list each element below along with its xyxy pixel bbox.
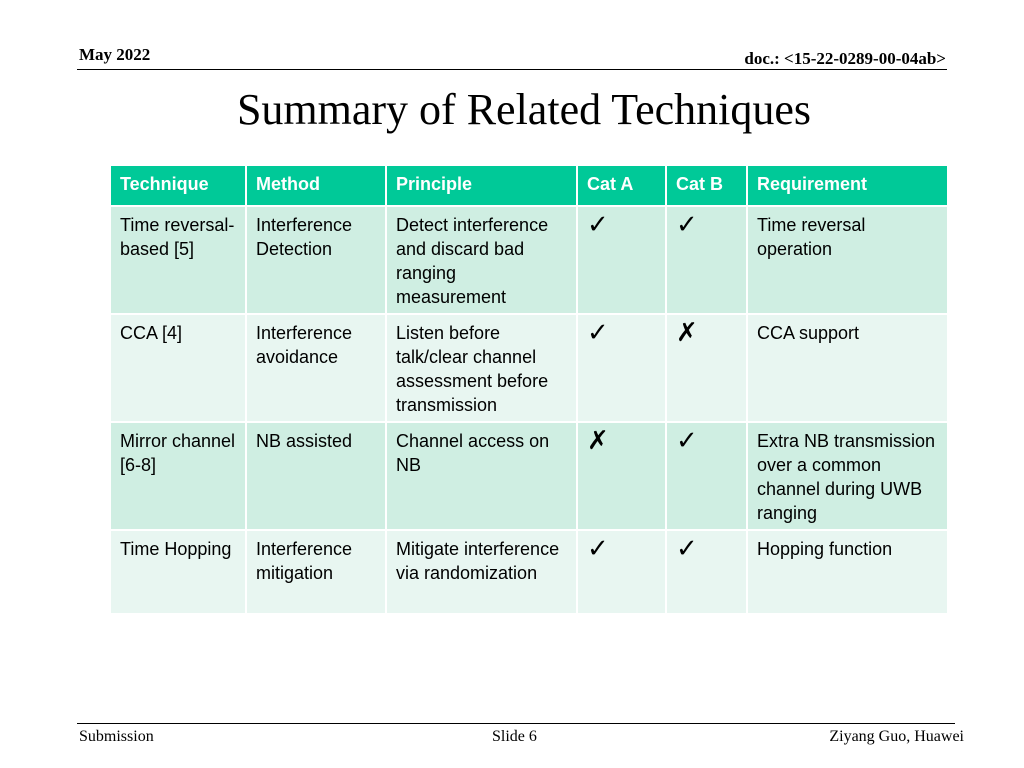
header-divider	[77, 69, 947, 70]
footer-divider	[77, 723, 955, 724]
column-header-principle: Principle	[385, 164, 578, 207]
check-icon: ✓	[587, 210, 609, 240]
footer-author: Ziyang Guo, Huawei	[829, 728, 964, 745]
header-doc-number: doc.: <15-22-0289-00-04ab>	[744, 49, 946, 68]
cell-technique: Time reversal-based [5]	[109, 205, 247, 315]
table-header-row: Technique Method Principle Cat A Cat B R…	[109, 164, 949, 207]
check-icon: ✓	[587, 318, 609, 348]
cell-requirement: Hopping function	[746, 529, 949, 615]
cell-technique: Mirror channel [6-8]	[109, 421, 247, 531]
cell-principle: Detect interference and discard bad rang…	[385, 205, 578, 315]
cell-method: Interference mitigation	[245, 529, 387, 615]
cell-cat-a: ✓	[576, 529, 667, 615]
cell-cat-b: ✓	[665, 421, 748, 531]
cell-principle: Mitigate interference via randomization	[385, 529, 578, 615]
column-header-cat-a: Cat A	[576, 164, 667, 207]
slide-title: Summary of Related Techniques	[236, 85, 812, 134]
table-row: Mirror channel [6-8] NB assisted Channel…	[109, 421, 949, 531]
footer-slide-number: Slide 6	[492, 728, 537, 745]
check-icon: ✓	[587, 534, 609, 564]
techniques-table: Technique Method Principle Cat A Cat B R…	[109, 164, 949, 615]
table-row: Time reversal-based [5] Interference Det…	[109, 205, 949, 315]
column-header-requirement: Requirement	[746, 164, 949, 207]
cell-technique: CCA [4]	[109, 313, 247, 423]
column-header-method: Method	[245, 164, 387, 207]
cross-icon: ✗	[676, 318, 698, 348]
check-icon: ✓	[676, 426, 698, 456]
cell-cat-b: ✓	[665, 205, 748, 315]
column-header-cat-b: Cat B	[665, 164, 748, 207]
check-icon: ✓	[676, 534, 698, 564]
table-row: Time Hopping Interference mitigation Mit…	[109, 529, 949, 615]
cell-requirement: CCA support	[746, 313, 949, 423]
cell-requirement: Extra NB transmission over a common chan…	[746, 421, 949, 531]
cell-technique: Time Hopping	[109, 529, 247, 615]
check-icon: ✓	[676, 210, 698, 240]
cell-cat-a: ✓	[576, 313, 667, 423]
cell-method: NB assisted	[245, 421, 387, 531]
cell-principle: Listen before talk/clear channel assessm…	[385, 313, 578, 423]
header-date: May 2022	[79, 45, 151, 64]
cell-cat-a: ✓	[576, 205, 667, 315]
column-header-technique: Technique	[109, 164, 247, 207]
cross-icon: ✗	[587, 426, 609, 456]
cell-method: Interference avoidance	[245, 313, 387, 423]
cell-cat-b: ✗	[665, 313, 748, 423]
footer-submission: Submission	[79, 728, 154, 745]
cell-principle: Channel access on NB	[385, 421, 578, 531]
cell-method: Interference Detection	[245, 205, 387, 315]
cell-requirement: Time reversal operation	[746, 205, 949, 315]
cell-cat-b: ✓	[665, 529, 748, 615]
cell-cat-a: ✗	[576, 421, 667, 531]
table-row: CCA [4] Interference avoidance Listen be…	[109, 313, 949, 423]
